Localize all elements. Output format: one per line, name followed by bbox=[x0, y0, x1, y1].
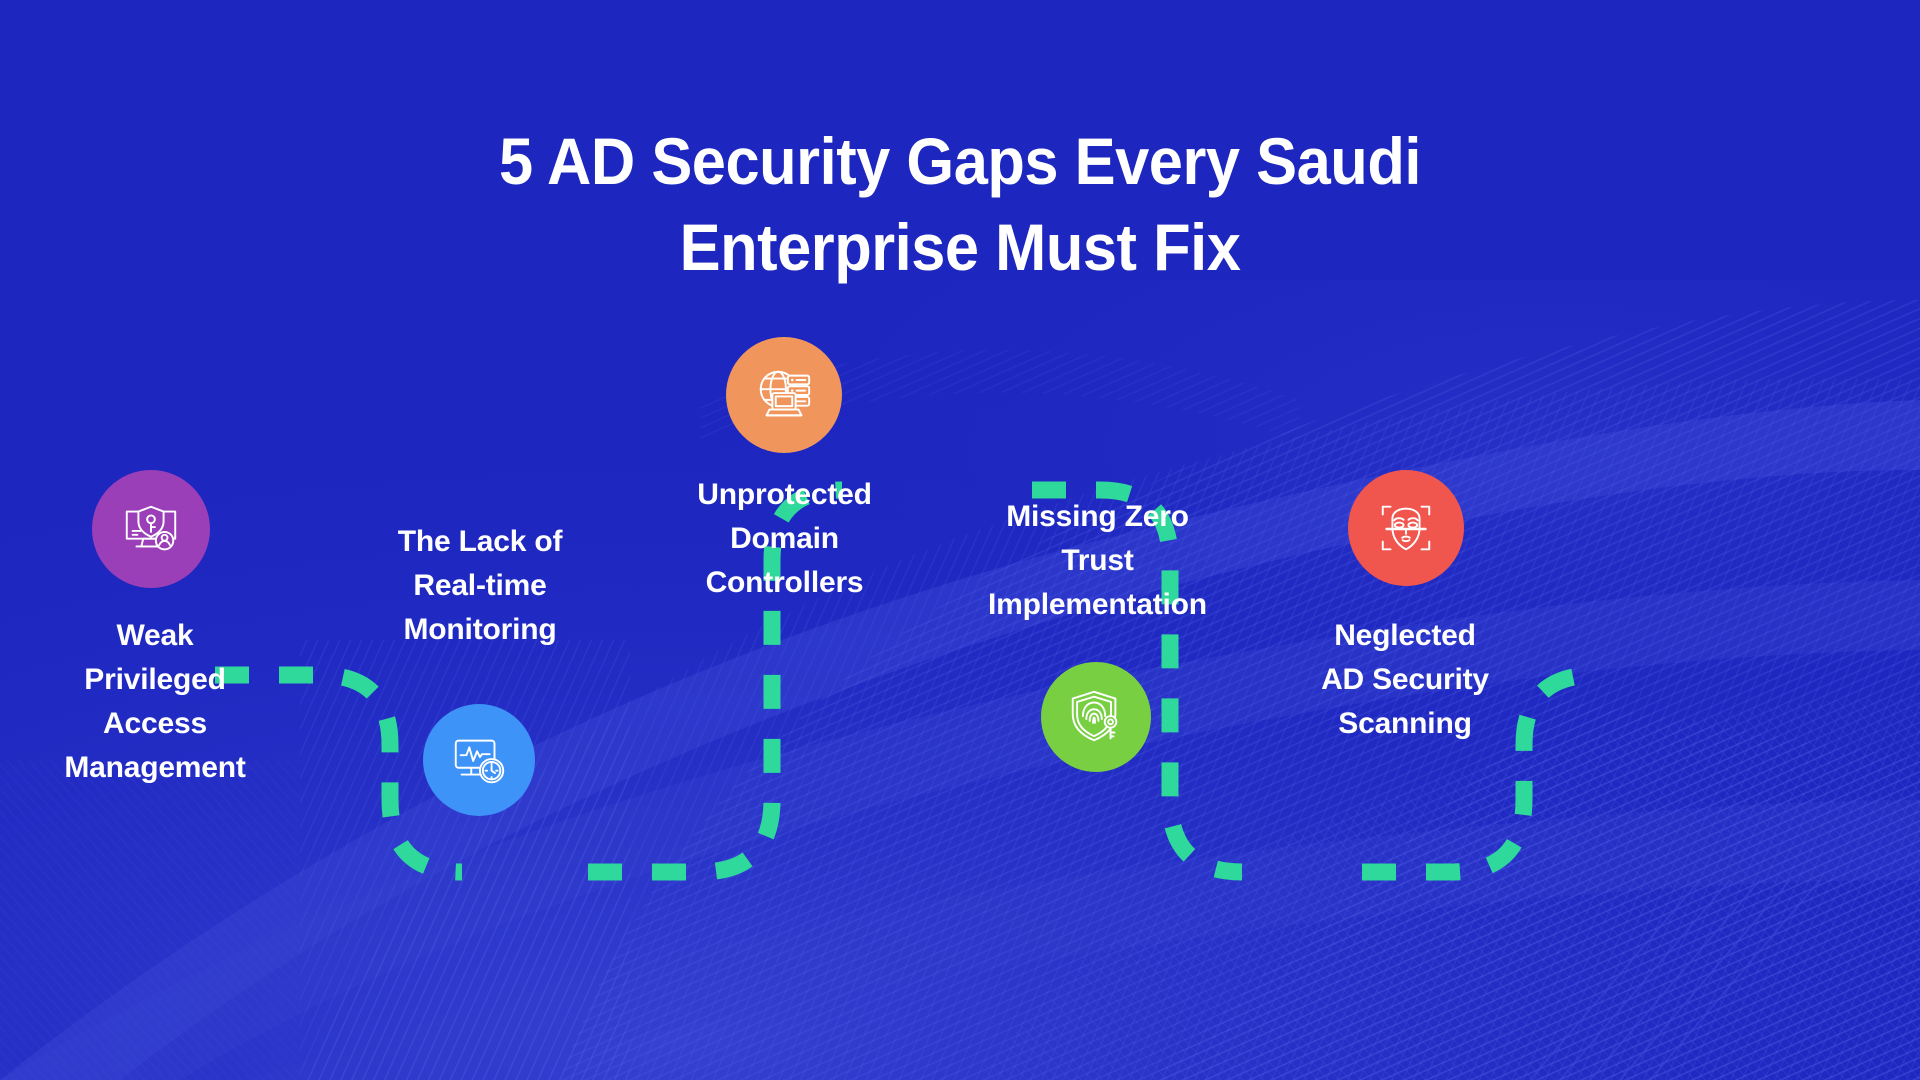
shield-fingerprint-key-icon bbox=[1071, 690, 1118, 742]
node-5-circle[interactable] bbox=[1348, 470, 1464, 586]
globe-server-laptop-icon bbox=[759, 370, 811, 417]
monitor-pulse-clock-icon bbox=[454, 739, 505, 784]
monitor-shield-key-user-icon bbox=[125, 505, 177, 551]
node-2-circle[interactable] bbox=[423, 704, 535, 816]
face-scan-icon bbox=[1381, 505, 1431, 551]
title-line-1: 5 AD Security Gaps Every Saudi bbox=[499, 124, 1421, 198]
node-3-circle[interactable] bbox=[726, 337, 842, 453]
node-4-circle[interactable] bbox=[1041, 662, 1151, 772]
node-1-label: Weak Privileged Access Management bbox=[64, 619, 246, 784]
node-missing-zero-trust-implementation[interactable]: Missing Zero Trust Implementation bbox=[945, 495, 1250, 855]
node-5-label: Neglected AD Security Scanning bbox=[1321, 619, 1489, 740]
node-1-circle[interactable] bbox=[92, 470, 210, 588]
node-4-label: Missing Zero Trust Implementation bbox=[988, 500, 1207, 621]
page-title: 5 AD Security Gaps Every Saudi Enterpris… bbox=[0, 118, 1920, 290]
node-unprotected-domain-controllers[interactable]: Unprotected Domain Controllers bbox=[632, 337, 937, 637]
node-lack-of-realtime-monitoring[interactable]: The Lack of Real-time Monitoring bbox=[330, 520, 630, 870]
node-2-label: The Lack of Real-time Monitoring bbox=[397, 525, 563, 646]
node-neglected-ad-security-scanning[interactable]: Neglected AD Security Scanning bbox=[1250, 470, 1560, 810]
node-weak-privileged-access-management[interactable]: Weak Privileged Access Management bbox=[0, 470, 310, 810]
node-3-label: Unprotected Domain Controllers bbox=[697, 478, 872, 599]
title-line-2: Enterprise Must Fix bbox=[679, 210, 1241, 284]
